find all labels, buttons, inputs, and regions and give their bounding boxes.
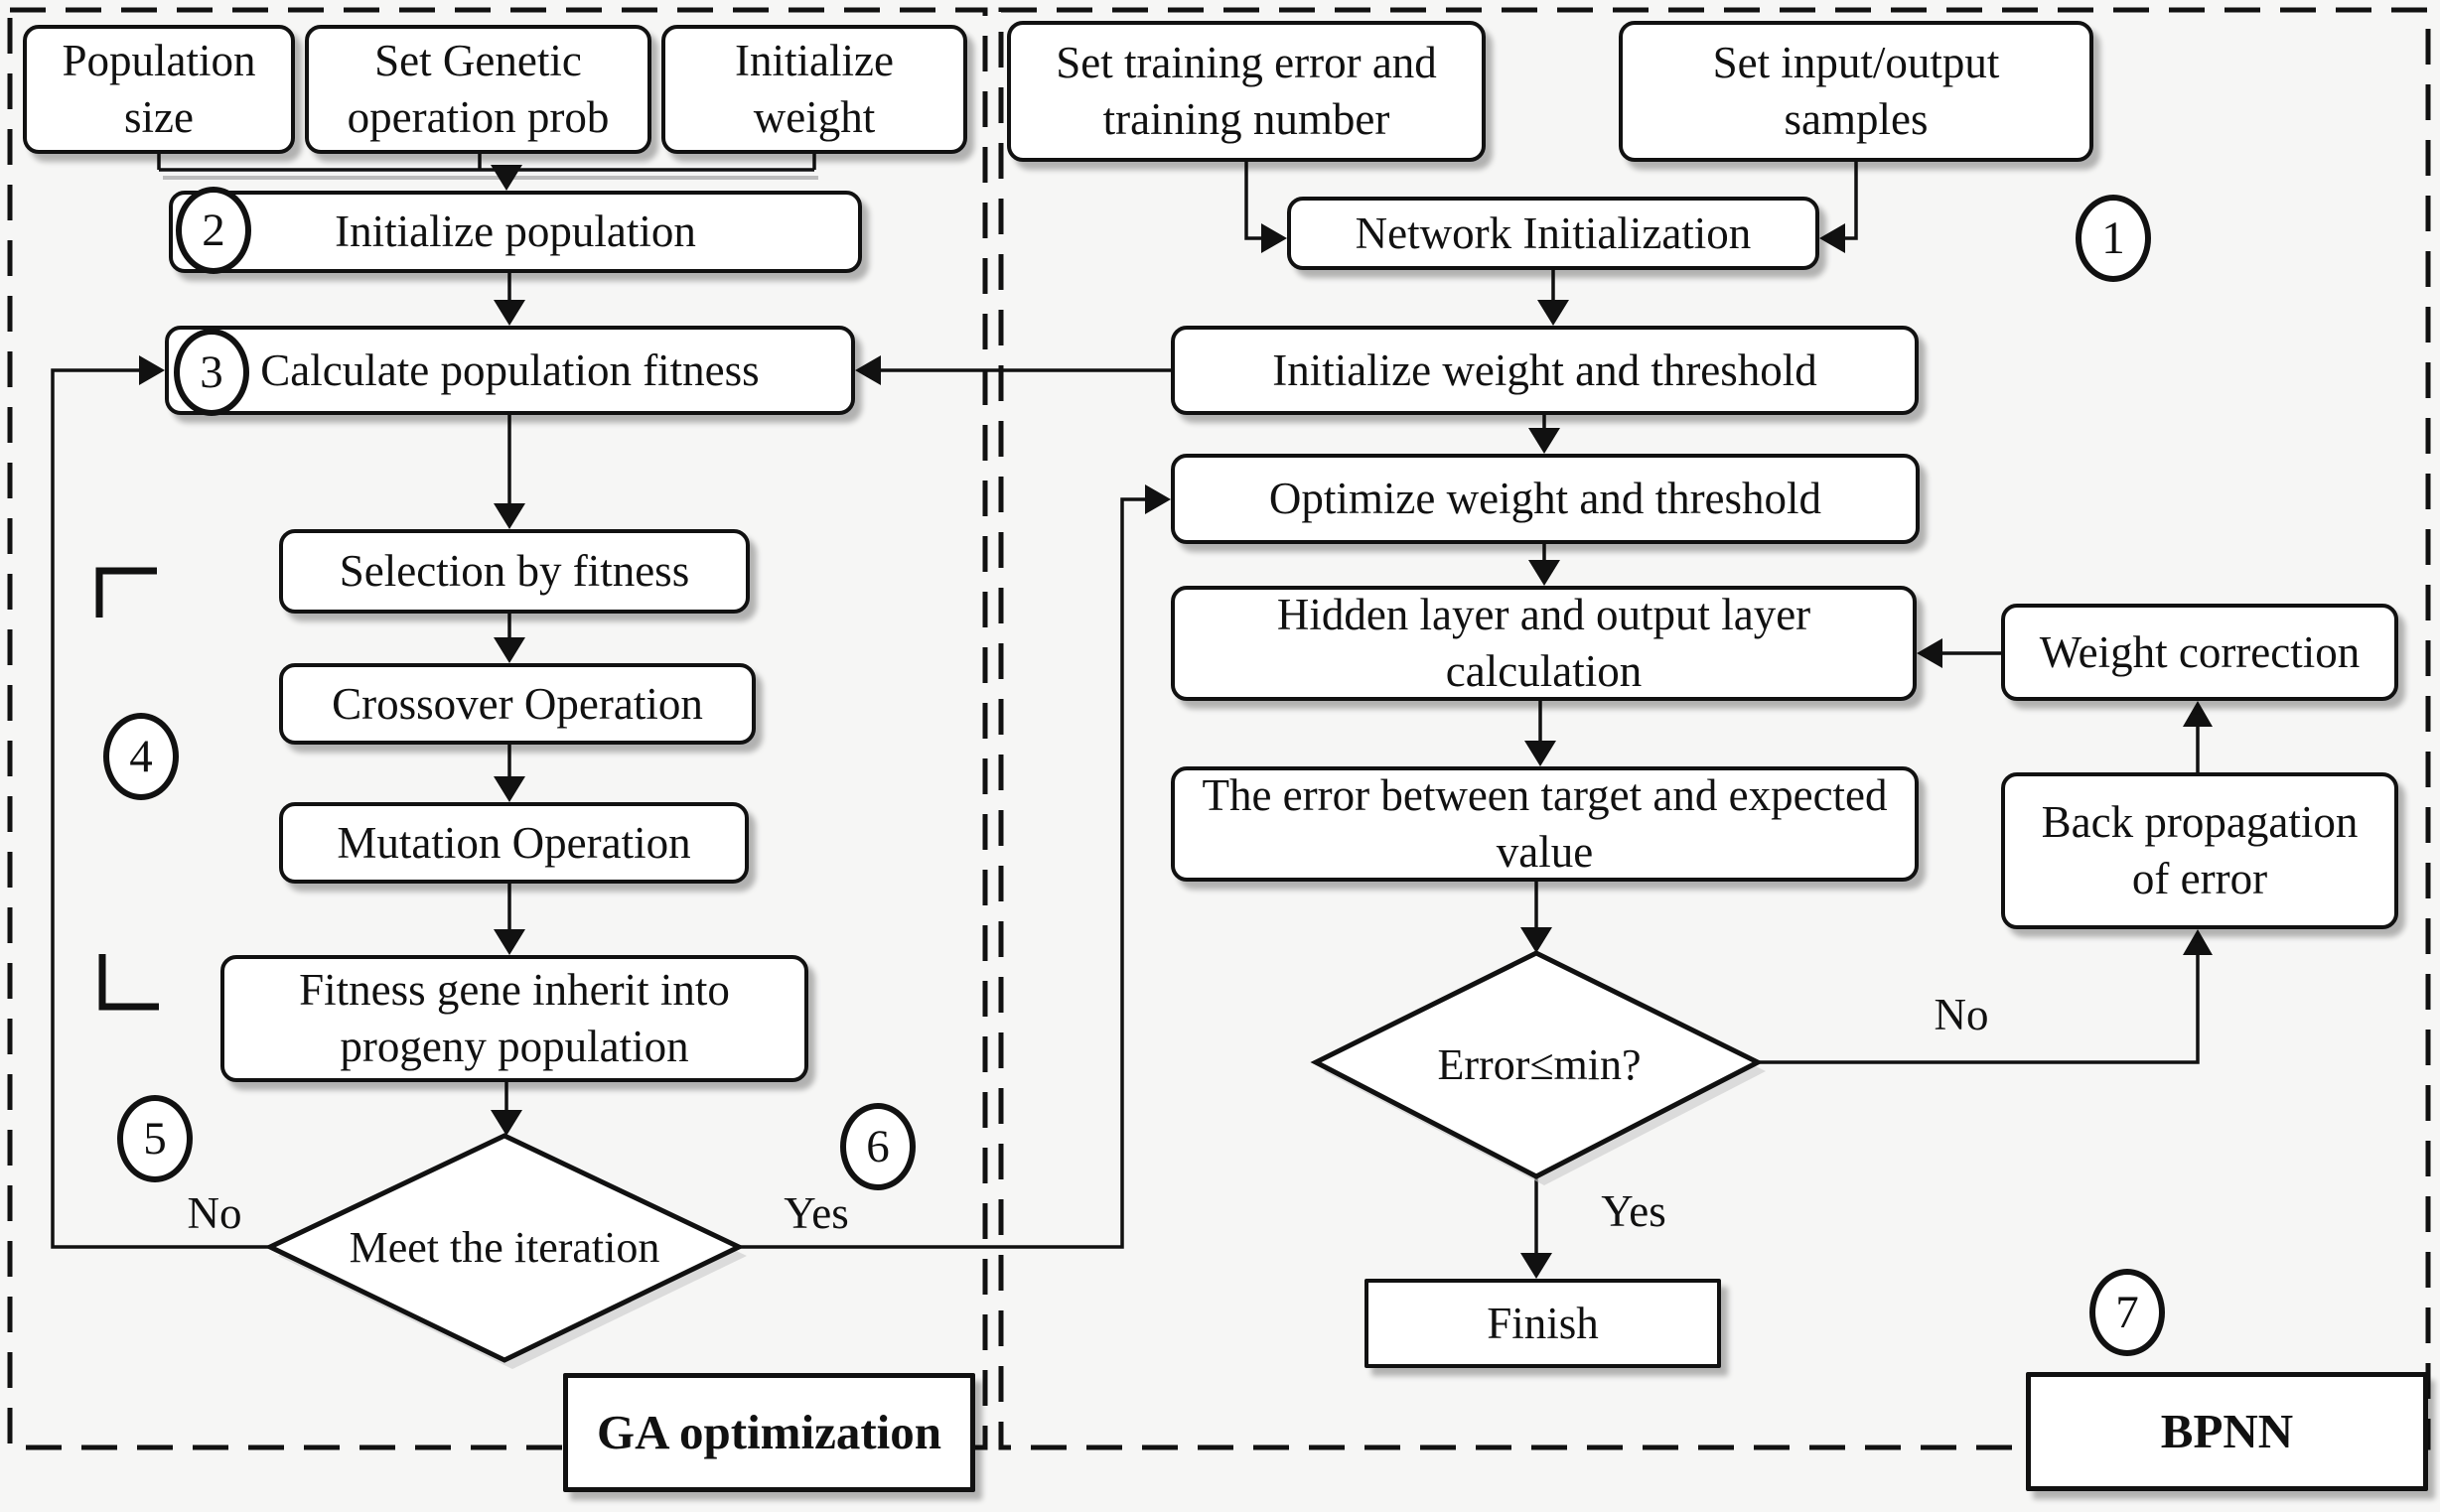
section-borders [7, 7, 2431, 1450]
node-population-size: Population size [23, 25, 295, 154]
node-crossover-operation: Crossover Operation [279, 663, 756, 745]
node-weight-correction: Weight correction [2001, 604, 2398, 701]
bpnn-section-label: BPNN [2160, 1404, 2294, 1459]
error-min-diamond [1310, 950, 1764, 1179]
node-selection-label: Selection by fitness [339, 546, 690, 597]
node-calculate-fitness-label: Calculate population fitness [260, 344, 760, 395]
marker-6-text: 6 [866, 1121, 890, 1172]
node-hidden-layer-calculation: Hidden layer and output layer calculatio… [1171, 586, 1917, 701]
node-finish-label: Finish [1487, 1298, 1599, 1348]
node-fitness-gene-label: Fitness gene inherit into progeny popula… [299, 965, 730, 1071]
edge-label-bpnn-no: No [1902, 987, 2021, 1042]
edge-setio-network [1845, 162, 1858, 240]
node-initialize-population-label: Initialize population [335, 206, 696, 257]
step-marker-6: 6 [840, 1103, 916, 1190]
node-set-genetic-operation-prob: Set Genetic operation prob [305, 25, 651, 154]
marker-2-text: 2 [202, 205, 225, 256]
node-calculate-population-fitness: Calculate population fitness [165, 326, 855, 415]
node-crossover-label: Crossover Operation [332, 678, 703, 729]
node-population-size-label: Population size [62, 36, 256, 142]
node-back-propagation-label: Back propagation of error [2041, 797, 2359, 903]
ga-no-text: No [187, 1188, 242, 1238]
marker-4-text: 4 [129, 731, 153, 782]
node-set-io-label: Set input/output samples [1712, 38, 2000, 144]
step-marker-3: 3 [174, 329, 249, 416]
node-fitness-gene-inherit: Fitness gene inherit into progeny popula… [220, 955, 808, 1082]
node-selection-by-fitness: Selection by fitness [279, 529, 750, 614]
ga-yes-text: Yes [784, 1188, 849, 1238]
decision-meet-iteration-label: Meet the iteration [316, 1219, 693, 1275]
bpnn-section-label-box: BPNN [2026, 1372, 2428, 1491]
node-network-init-label: Network Initialization [1355, 207, 1752, 258]
bpnn-section-border [998, 7, 2431, 1450]
meet-iteration-diamond [264, 1133, 745, 1363]
decision-error-min-label: Error≤min? [1375, 1036, 1703, 1092]
node-initialize-weight-label: Initialize weight [735, 36, 894, 142]
edge-no-return [51, 368, 270, 1249]
ga-section-label-box: GA optimization [563, 1373, 975, 1492]
marker-3-text: 3 [200, 346, 223, 398]
step-marker-5: 5 [117, 1095, 193, 1182]
decision-shapes [264, 950, 1766, 1369]
node-set-training-label: Set training error and training number [1056, 38, 1437, 144]
step-marker-1: 1 [2076, 195, 2151, 282]
node-initialize-weight: Initialize weight [661, 25, 967, 154]
marker-5-text: 5 [143, 1113, 167, 1165]
node-network-initialization: Network Initialization [1287, 197, 1819, 270]
ga-section-border [7, 7, 988, 1450]
node-hidden-layer-label: Hidden layer and output layer calculatio… [1276, 590, 1811, 696]
node-mutation-label: Mutation Operation [337, 817, 691, 868]
node-set-genetic-label: Set Genetic operation prob [347, 36, 610, 142]
node-optimize-weight-threshold-label: Optimize weight and threshold [1268, 474, 1822, 524]
node-optimize-weight-threshold: Optimize weight and threshold [1171, 454, 1920, 544]
bracket-bottom [98, 954, 159, 1011]
node-init-weight-threshold-label: Initialize weight and threshold [1272, 344, 1817, 395]
meet-iteration-text: Meet the iteration [349, 1222, 660, 1272]
node-set-input-output-samples: Set input/output samples [1619, 21, 2093, 162]
merge-connector [157, 154, 816, 172]
error-min-text: Error≤min? [1437, 1039, 1642, 1089]
edge-no-backprop [1758, 955, 2200, 1064]
node-finish: Finish [1364, 1279, 1721, 1368]
bpnn-yes-text: Yes [1601, 1186, 1666, 1236]
arrowheads [139, 165, 2213, 1279]
step-marker-2: 2 [176, 187, 251, 274]
marker-7-text: 7 [2115, 1287, 2139, 1338]
node-mutation-operation: Mutation Operation [279, 802, 749, 884]
edge-label-ga-yes: Yes [757, 1185, 876, 1241]
bpnn-no-text: No [1934, 990, 1989, 1039]
node-initialize-weight-threshold: Initialize weight and threshold [1171, 326, 1919, 415]
node-back-propagation: Back propagation of error [2001, 772, 2398, 929]
node-weight-correction-label: Weight correction [2039, 626, 2361, 677]
node-initialize-population: Initialize population [169, 191, 862, 273]
ga-section-label: GA optimization [596, 1405, 942, 1460]
edge-label-ga-no: No [155, 1185, 274, 1241]
node-error-between-label: The error between target and expected va… [1202, 770, 1888, 877]
edge-yes-to-optimize [739, 497, 1145, 1249]
marker-1-text: 1 [2101, 212, 2125, 264]
step-marker-4: 4 [103, 713, 179, 800]
node-error-between-target: The error between target and expected va… [1171, 766, 1919, 882]
node-set-training-error: Set training error and training number [1007, 21, 1486, 162]
edge-settraining-network [1244, 162, 1261, 240]
step-marker-7: 7 [2089, 1269, 2165, 1356]
flow-connectors [51, 154, 2200, 1253]
bracket-top [95, 567, 157, 618]
edge-label-bpnn-yes: Yes [1564, 1183, 1703, 1239]
